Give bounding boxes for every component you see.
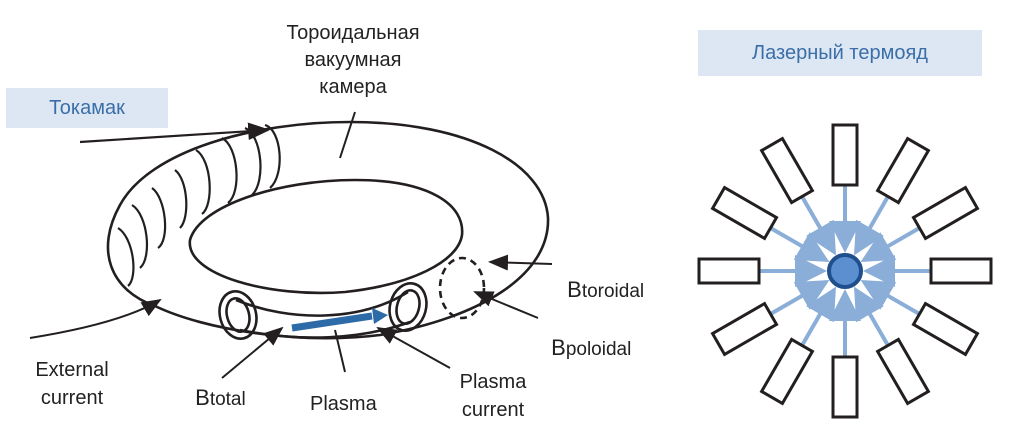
plasma-current-arrow bbox=[291, 312, 373, 332]
fuel-target bbox=[827, 253, 863, 289]
laser-beam bbox=[769, 226, 830, 262]
laser-beam bbox=[800, 286, 836, 347]
laser-beam bbox=[860, 226, 921, 262]
b-total-label: Btotal bbox=[195, 385, 246, 411]
vacuum-chamber-label: Тороидальная вакуумная камера bbox=[286, 22, 420, 98]
cut-opening-left bbox=[218, 290, 258, 340]
laser-emitter-box bbox=[710, 301, 779, 357]
plasma-current-leader bbox=[376, 327, 451, 369]
laser-emitter-box bbox=[710, 185, 779, 241]
plasma-tube bbox=[235, 290, 409, 317]
vacuum-leader bbox=[339, 111, 356, 159]
poloidal-field-ring bbox=[438, 256, 486, 320]
laser-emitter-box bbox=[759, 136, 815, 205]
laser-diagram bbox=[697, 123, 993, 419]
torus-inner-edge bbox=[188, 178, 464, 295]
laser-beam-unit bbox=[860, 185, 980, 262]
laser-emitter-box bbox=[697, 257, 761, 285]
laser-emitter-box bbox=[911, 301, 980, 357]
torus-outer-edge bbox=[106, 120, 550, 340]
laser-beam-unit bbox=[697, 255, 827, 287]
coil-windings bbox=[117, 123, 281, 287]
laser-emitter-box bbox=[759, 337, 815, 406]
laser-emitter-box bbox=[929, 257, 993, 285]
b-toroidal-label: Btoroidal bbox=[567, 277, 645, 303]
btoroidal-leader bbox=[488, 254, 553, 271]
laser-emitter-box bbox=[875, 136, 931, 205]
laser-beam-unit bbox=[759, 136, 837, 256]
laser-beam bbox=[854, 286, 890, 347]
external-current-label: External current bbox=[35, 359, 109, 409]
laser-beam bbox=[854, 195, 890, 256]
laser-beam bbox=[769, 280, 830, 316]
laser-beam-unit bbox=[863, 255, 993, 287]
plasma-label: Plasma bbox=[310, 393, 377, 415]
tokamak-diagram bbox=[29, 111, 553, 379]
laser-beam-unit bbox=[710, 280, 830, 357]
laser-beam-unit bbox=[854, 286, 931, 406]
laser-beam-unit bbox=[829, 289, 861, 419]
bpoloidal-leader bbox=[473, 291, 539, 319]
laser-beam-unit bbox=[829, 123, 861, 253]
laser-beam bbox=[860, 280, 921, 316]
plasma-leader bbox=[334, 329, 346, 373]
tokamak-title: Токамак bbox=[6, 88, 168, 128]
laser-beam bbox=[800, 195, 837, 256]
btotal-leader bbox=[221, 326, 284, 379]
b-poloidal-label: Bpoloidal bbox=[551, 335, 632, 361]
laser-emitter-box bbox=[911, 185, 980, 241]
laser-emitter-box bbox=[831, 123, 859, 187]
laser-emitter-box bbox=[875, 337, 931, 406]
laser-emitter-box bbox=[831, 355, 859, 419]
external-current-wire bbox=[79, 122, 271, 144]
laser-title: Лазерный термояд bbox=[698, 30, 982, 76]
plasma-current-label: Plasma current bbox=[459, 371, 527, 421]
